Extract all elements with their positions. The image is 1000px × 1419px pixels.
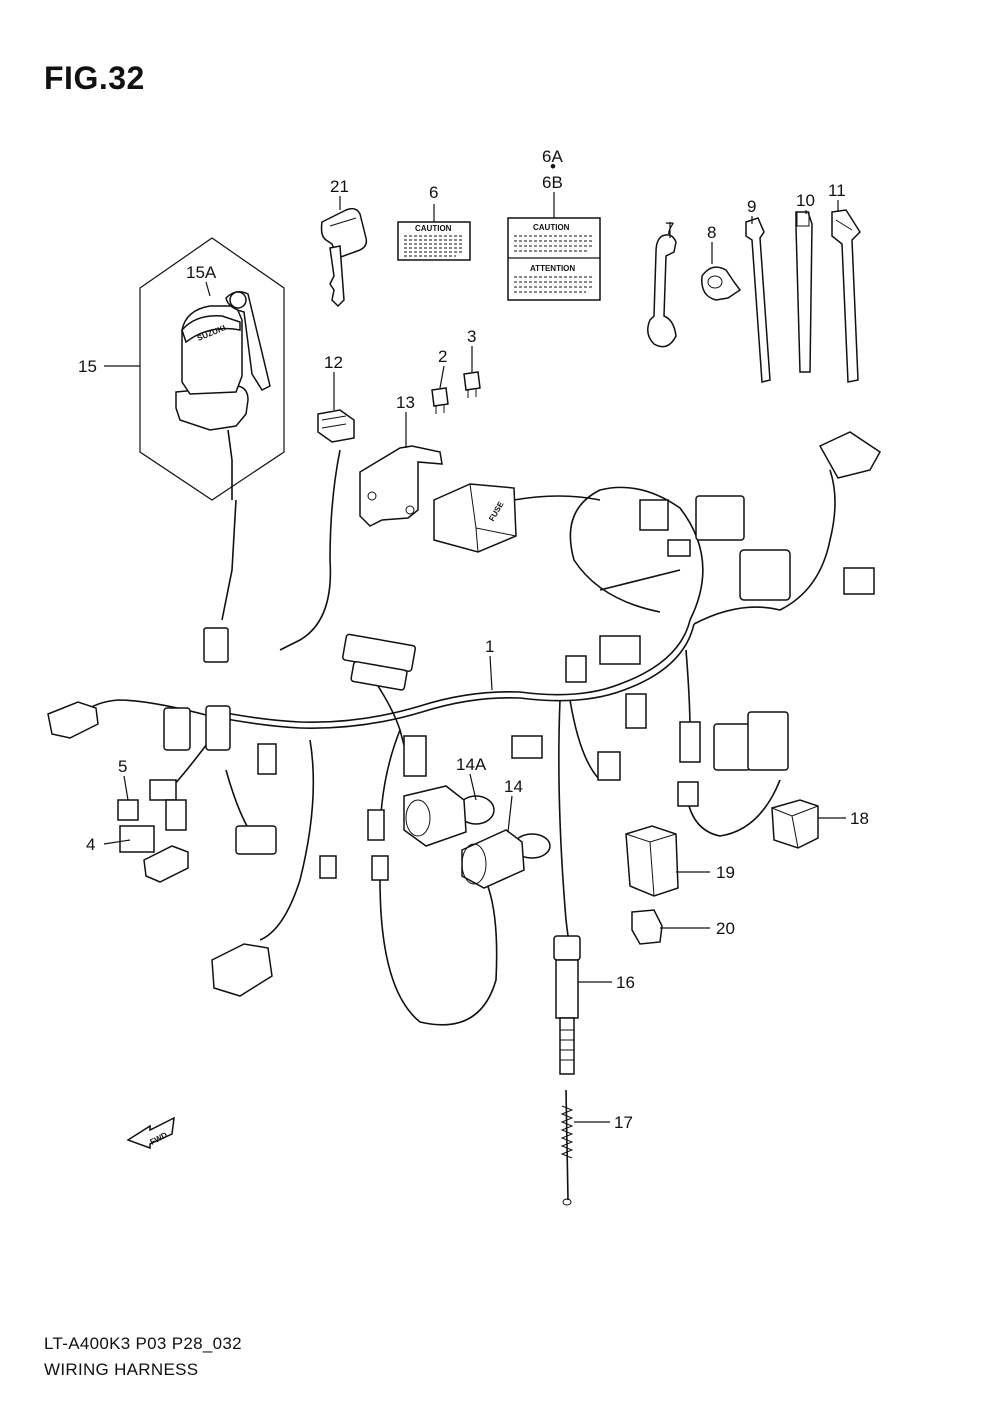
diagram-name: WIRING HARNESS bbox=[44, 1360, 199, 1379]
clamp-7-part bbox=[647, 234, 677, 348]
harness-connectors bbox=[47, 431, 881, 997]
callout-6-dot: • bbox=[550, 157, 556, 176]
callout-4: 4 bbox=[86, 835, 95, 854]
ignition-switch-assembly: SUZUKI bbox=[139, 237, 285, 501]
holder-19-part bbox=[625, 825, 679, 897]
fuse-3-part bbox=[463, 371, 481, 398]
callout-1: 1 bbox=[485, 637, 494, 656]
socket-14-part bbox=[461, 829, 551, 889]
callout-16: 16 bbox=[616, 973, 635, 992]
callout-13: 13 bbox=[396, 393, 415, 412]
key-part bbox=[320, 207, 368, 308]
caution-label-part: CAUTION bbox=[397, 221, 471, 261]
cable-tie-10-part bbox=[795, 211, 813, 373]
cable-tie-9-part bbox=[745, 217, 771, 383]
callout-7: 7 bbox=[665, 219, 674, 238]
caution-label-text: CAUTION bbox=[415, 224, 452, 233]
sensor-16-part bbox=[553, 919, 581, 1075]
callout-leaders bbox=[103, 192, 846, 1123]
attention-label-text: ATTENTION bbox=[530, 264, 575, 273]
caution-attention-label-part: CAUTION ATTENTION bbox=[507, 217, 601, 301]
model-code: LT-A400K3 P03 P28_032 bbox=[44, 1334, 242, 1353]
relay-18-part bbox=[771, 799, 819, 849]
forward-direction-arrow: FWD bbox=[126, 1116, 175, 1150]
callout-11: 11 bbox=[828, 181, 846, 200]
fuse-box-part: FUSE bbox=[433, 483, 517, 553]
bracket-13-part bbox=[359, 445, 443, 527]
connector-12-part bbox=[317, 409, 355, 443]
callout-8: 8 bbox=[707, 223, 716, 242]
callout-14: 14 bbox=[504, 777, 523, 796]
socket-14a-part bbox=[403, 785, 495, 847]
callout-6a: 6A bbox=[542, 147, 563, 166]
clip-8-part bbox=[701, 266, 742, 301]
callout-6: 6 bbox=[429, 183, 438, 202]
pin-17-part bbox=[560, 1089, 574, 1206]
callout-14a: 14A bbox=[456, 755, 487, 774]
callout-19: 19 bbox=[716, 863, 735, 882]
callout-6b: 6B bbox=[542, 173, 563, 192]
callout-20: 20 bbox=[716, 919, 735, 938]
callout-17: 17 bbox=[614, 1113, 633, 1132]
callout-numbers: 21 6 6A • 6B 7 8 9 10 11 15 15A 12 13 2 … bbox=[78, 147, 869, 1132]
figure-title: FIG.32 bbox=[44, 60, 145, 96]
callout-15: 15 bbox=[78, 357, 97, 376]
callout-10: 10 bbox=[796, 191, 815, 210]
callout-12: 12 bbox=[324, 353, 343, 372]
callout-9: 9 bbox=[747, 197, 756, 216]
callout-21: 21 bbox=[330, 177, 349, 196]
caution-label-2-text: CAUTION bbox=[533, 223, 570, 232]
cable-tie-11-part bbox=[831, 209, 861, 383]
callout-3: 3 bbox=[467, 327, 476, 346]
callout-18: 18 bbox=[850, 809, 869, 828]
callout-5: 5 bbox=[118, 757, 127, 776]
callout-15a: 15A bbox=[186, 263, 217, 282]
callout-2: 2 bbox=[438, 347, 447, 366]
bracket-20-part bbox=[631, 909, 663, 945]
fuse-2-part bbox=[431, 387, 449, 414]
